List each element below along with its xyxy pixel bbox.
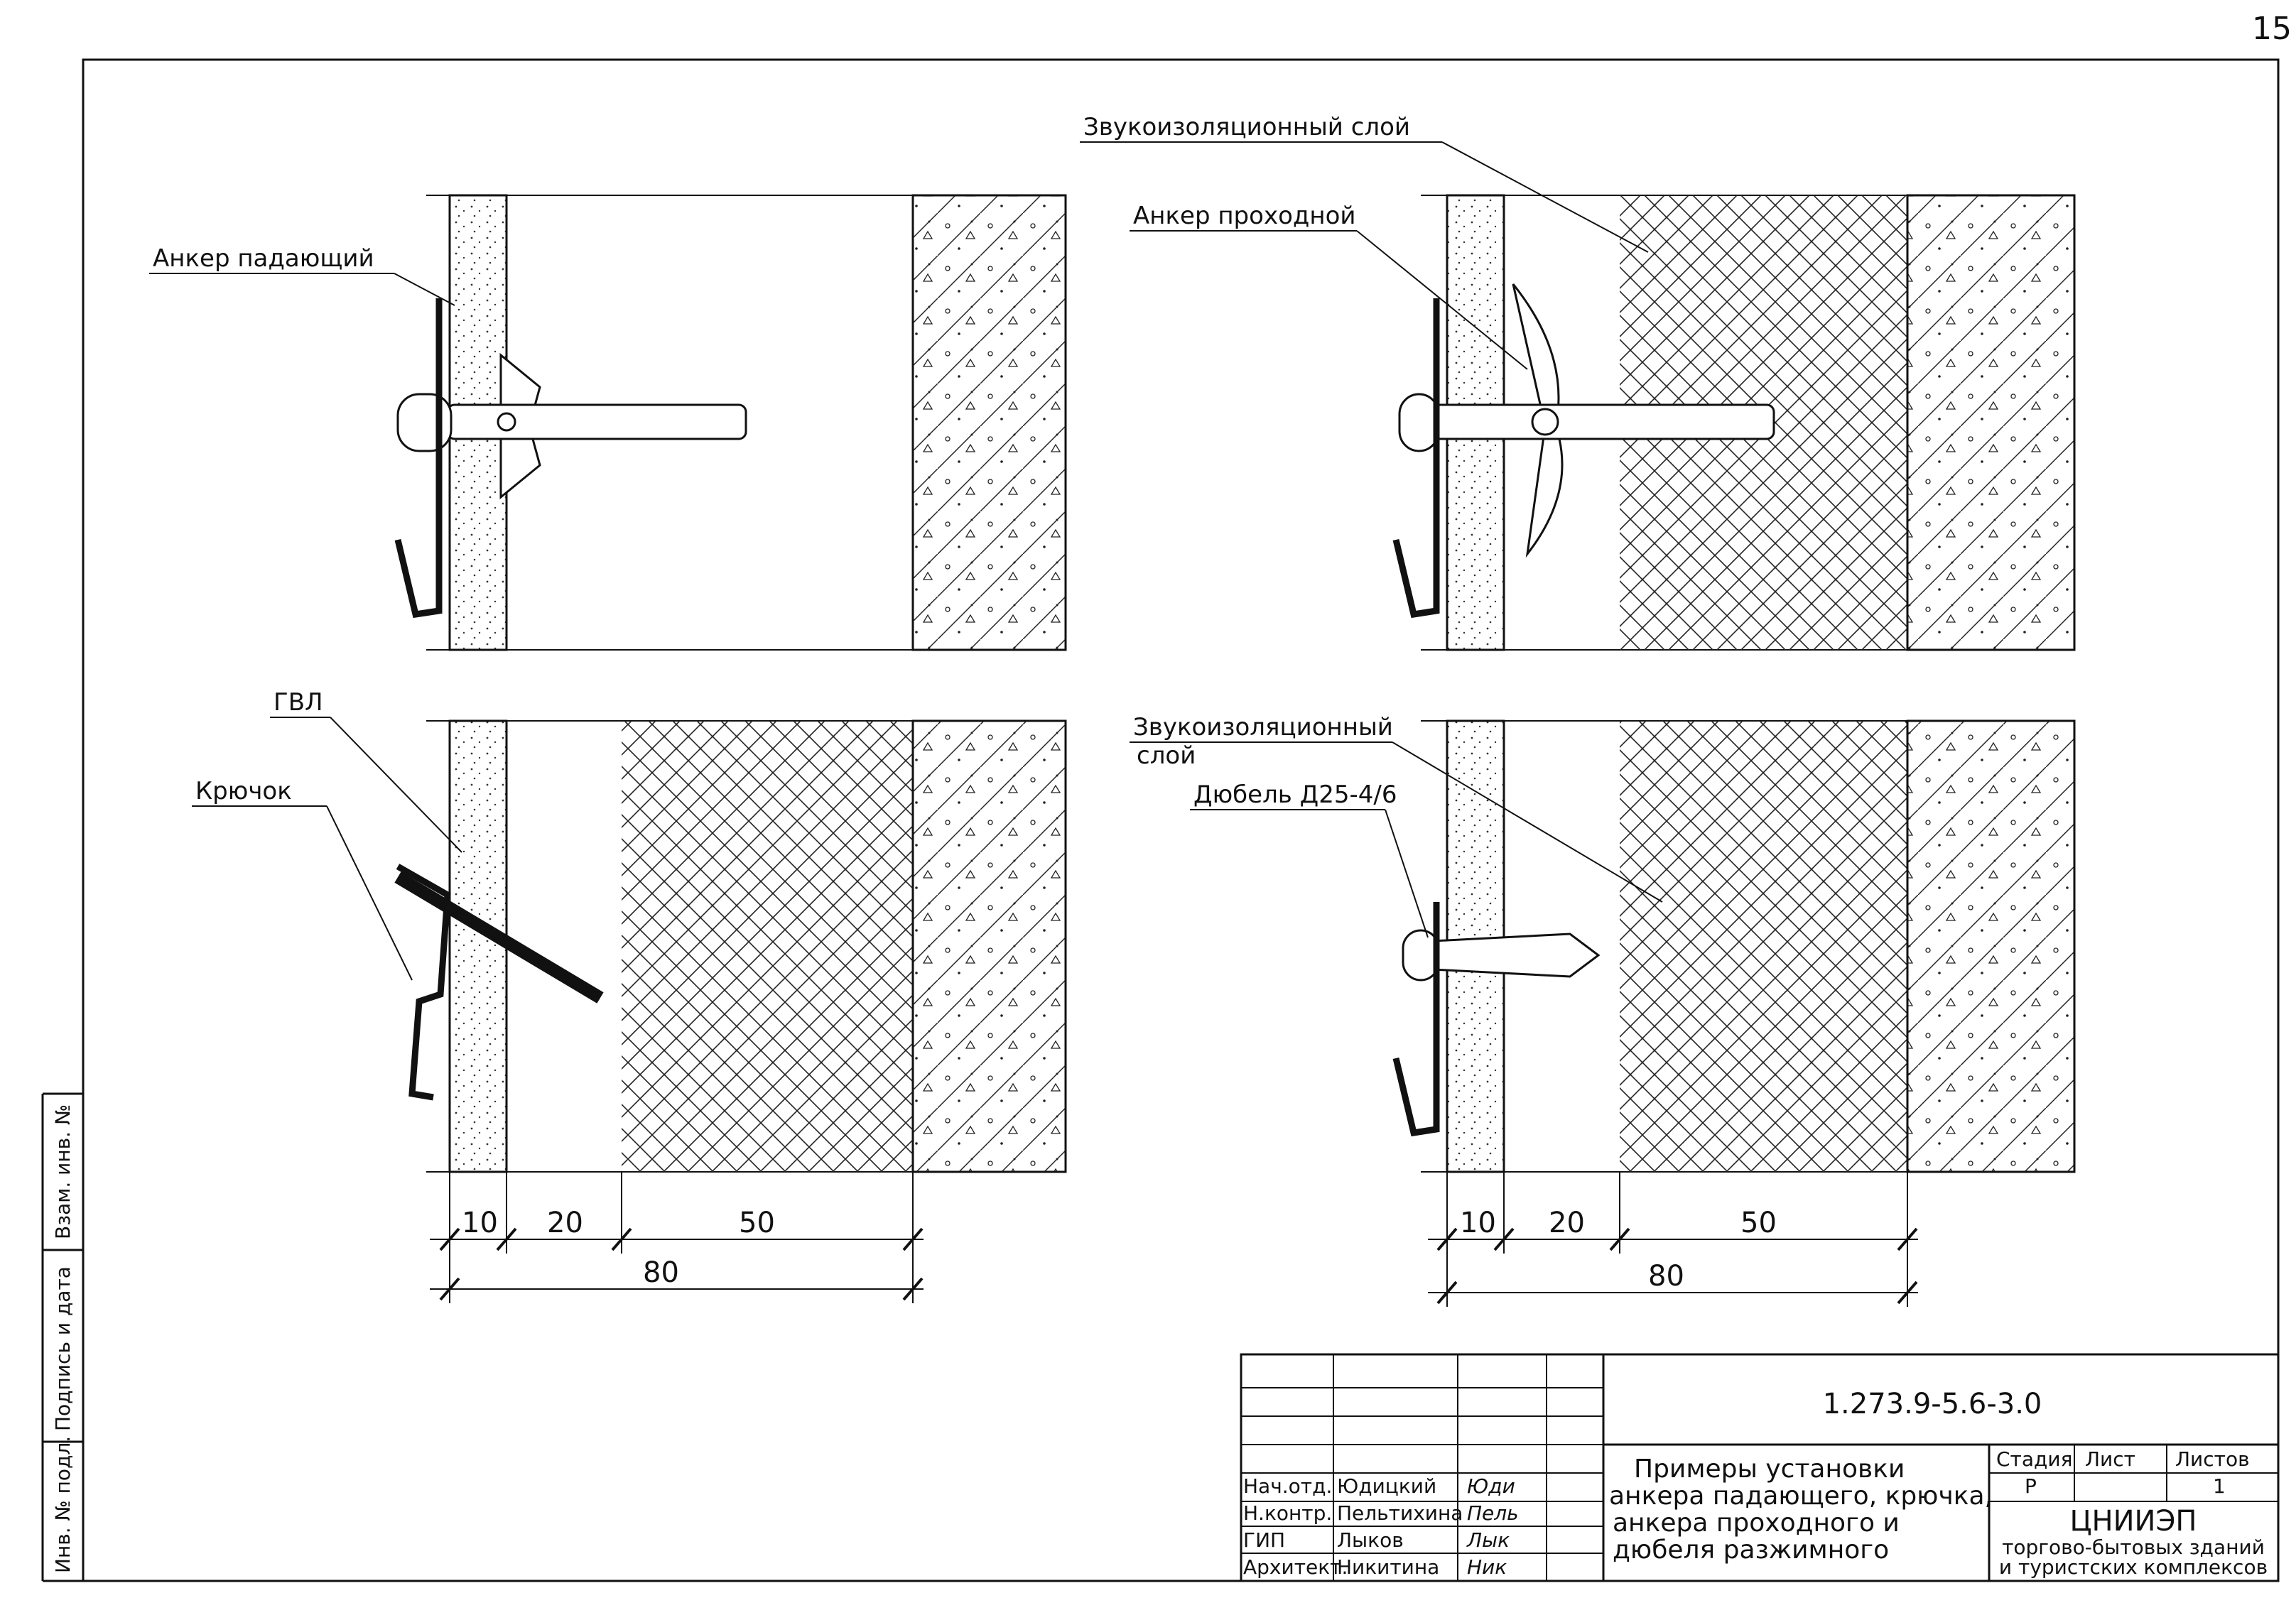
dimensions-right xyxy=(1428,1172,1918,1307)
staff-role-3: ГИП xyxy=(1243,1528,1285,1552)
hook-nail xyxy=(394,871,604,1004)
concrete-wall xyxy=(1906,194,2076,651)
drawing-title-line-1: Примеры установки xyxy=(1634,1455,1905,1484)
dim-left-20: 20 xyxy=(547,1207,583,1239)
anchor-screw xyxy=(446,403,747,440)
staff-name-1: Юдицкий xyxy=(1337,1474,1436,1498)
insulation-layer xyxy=(1620,721,1907,1172)
staff-sign-4: Ник xyxy=(1467,1555,1507,1579)
callout-hook: Крючок xyxy=(195,777,292,805)
detail-top-right xyxy=(1392,194,2076,651)
drawing-title-line-2: анкера падающего, крючка, xyxy=(1609,1482,1993,1511)
side-stamp-2: Подпись и дата xyxy=(51,1266,75,1431)
sheet-number: 15 xyxy=(2252,11,2292,47)
hook xyxy=(1392,902,1440,1137)
dim-left-50: 50 xyxy=(739,1207,775,1239)
anchor-screw xyxy=(1431,403,1775,440)
detail-bottom-left xyxy=(394,719,1067,1173)
callout-insulation-bottom-1: Звукоизоляционный xyxy=(1133,713,1393,741)
detail-top-left xyxy=(394,194,1067,651)
hook xyxy=(396,864,451,1101)
stage-value: Р xyxy=(2025,1474,2037,1498)
dimensions-left xyxy=(430,1172,924,1303)
sheets-label: Листов xyxy=(2175,1447,2250,1471)
staff-name-3: Лыков xyxy=(1337,1528,1404,1552)
callout-gypsum-board: ГВЛ xyxy=(274,688,323,717)
concrete-wall xyxy=(911,719,1067,1173)
hook xyxy=(394,298,443,619)
staff-sign-2: Пель xyxy=(1467,1501,1519,1525)
concrete-wall xyxy=(1906,719,2076,1173)
organization-name: ЦНИИЭП xyxy=(2070,1505,2197,1538)
insulation-layer xyxy=(622,721,913,1172)
callout-through-anchor: Анкер проходной xyxy=(1133,202,1356,230)
expansion-dowel xyxy=(1431,933,1601,978)
sheet-label: Лист xyxy=(2085,1447,2135,1471)
drawing-title-line-3: анкера проходного и xyxy=(1613,1508,1900,1538)
drawing-title-line-4: дюбеля разжимного xyxy=(1613,1535,1889,1565)
staff-role-1: Нач.отд. xyxy=(1243,1474,1332,1498)
hook xyxy=(1392,298,1440,619)
dim-right-50: 50 xyxy=(1740,1207,1777,1239)
stage-label: Стадия xyxy=(1996,1447,2072,1471)
dim-right-80: 80 xyxy=(1648,1260,1684,1293)
staff-sign-3: Лык xyxy=(1466,1528,1510,1552)
dim-right-20: 20 xyxy=(1549,1207,1585,1239)
title-block xyxy=(1240,1353,2280,1582)
callout-dowel: Дюбель Д25-4/6 xyxy=(1193,781,1397,809)
callout-insulation-top: Звукоизоляционный слой xyxy=(1083,113,1410,141)
side-stamp-3: Взам. инв. № xyxy=(51,1104,75,1239)
side-stamp-1: Инв. № подл. xyxy=(51,1436,75,1573)
concrete-wall xyxy=(911,194,1067,651)
callout-falling-anchor: Анкер падающий xyxy=(153,244,374,273)
dim-left-80: 80 xyxy=(643,1256,679,1289)
dim-right-10: 10 xyxy=(1460,1207,1496,1239)
organization-line-3: и туристских комплексов xyxy=(1999,1555,2268,1579)
staff-role-2: Н.контр. xyxy=(1243,1501,1332,1525)
drawing-code: 1.273.9-5.6-3.0 xyxy=(1823,1388,2042,1420)
staff-name-4: Никитина xyxy=(1337,1555,1439,1579)
gypsum-board xyxy=(448,719,508,1173)
detail-bottom-right xyxy=(1392,719,2076,1173)
sheets-value: 1 xyxy=(2213,1474,2226,1498)
staff-name-2: Пельтихина xyxy=(1337,1501,1463,1525)
callout-insulation-bottom-2: слой xyxy=(1137,741,1196,770)
callout-leaders xyxy=(149,141,1663,981)
staff-sign-1: Юди xyxy=(1467,1474,1515,1498)
organization-line-2: торгово-бытовых зданий xyxy=(2002,1535,2265,1559)
staff-role-4: Архитект. xyxy=(1243,1555,1348,1579)
dim-left-10: 10 xyxy=(462,1207,498,1239)
drawing-frame xyxy=(82,58,2280,1582)
